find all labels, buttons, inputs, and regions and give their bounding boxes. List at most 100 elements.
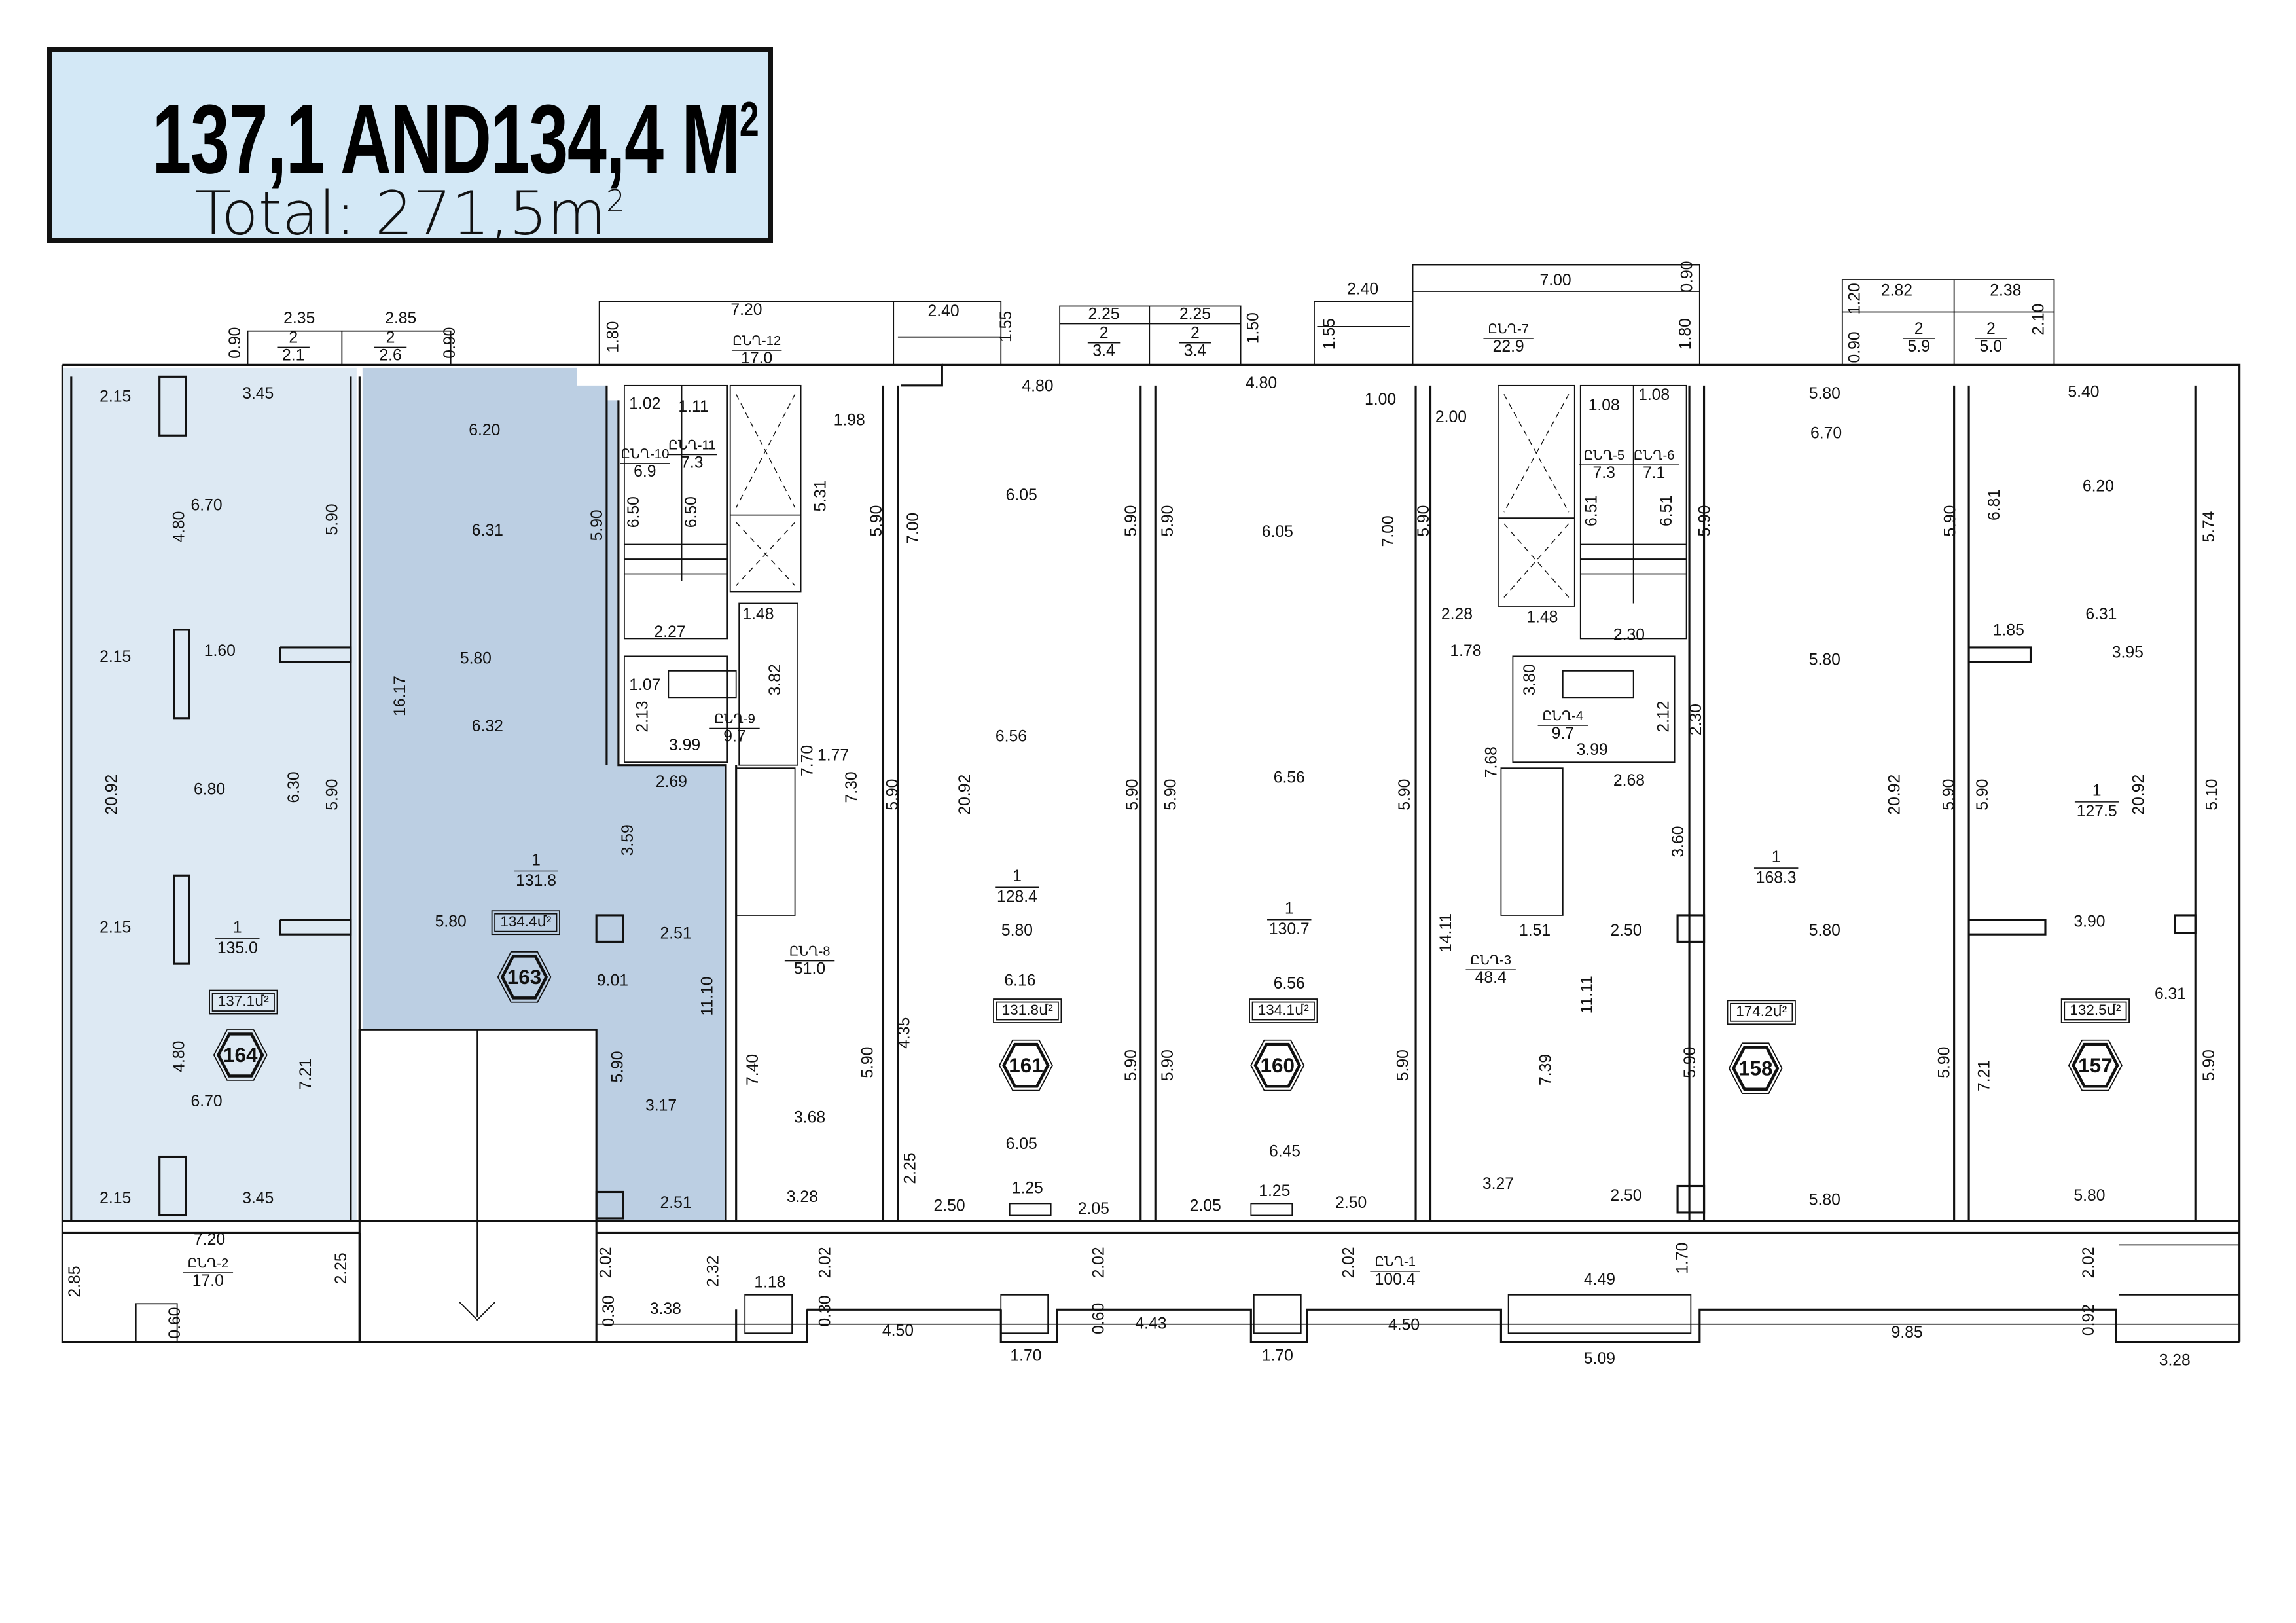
dimension-label: 5.90 — [323, 503, 341, 535]
dimension-label: 20.92 — [1886, 775, 1903, 815]
dimension-label: 1.00 — [1365, 391, 1396, 409]
room-area: 135.0 — [217, 939, 258, 957]
room-area: 130.7 — [1269, 921, 1310, 938]
aux-room-area: 17.0 — [192, 1272, 224, 1290]
area-badge: 134.4մ² — [500, 913, 551, 930]
dimension-label: 6.05 — [1006, 1135, 1037, 1153]
unit-hexagon-icon — [1728, 1042, 1783, 1095]
unit-hexagon-icon — [2072, 1042, 2119, 1088]
dimension-label: 1.18 — [754, 1273, 785, 1291]
dimension-label: 1.51 — [1519, 922, 1551, 939]
dimension-label: 1.78 — [1450, 642, 1481, 660]
dimension-label: 20.92 — [2130, 775, 2147, 815]
dimension-label: 3.59 — [619, 824, 637, 856]
walls — [61, 264, 2241, 1343]
dimension-label: 2.38 — [1990, 282, 2021, 300]
dimension-label: 2.50 — [1610, 922, 1641, 939]
area-badge: 134.1մ² — [1258, 1002, 1309, 1018]
dimension-label: 1.48 — [742, 606, 774, 623]
aux-room-area: 51.0 — [794, 960, 825, 978]
unit-hexagon-icon — [2068, 1039, 2123, 1091]
area-badge-frame — [1727, 1000, 1796, 1025]
dimension-label: 3.68 — [794, 1109, 825, 1127]
dimension-label: 0.60 — [166, 1307, 184, 1338]
dimension-label: 0.30 — [816, 1295, 834, 1326]
aux-room-area: 6.9 — [634, 463, 656, 481]
dimension-label: 2.25 — [332, 1252, 350, 1284]
dimension-label: 5.90 — [868, 505, 886, 537]
dimension-label: 5.80 — [1809, 651, 1840, 669]
dimension-label: 6.56 — [1274, 769, 1305, 786]
dimension-label: 5.90 — [1681, 1047, 1699, 1078]
dimension-label: 6.30 — [285, 771, 303, 803]
aux-room-code: ԸՆՂ-8 — [789, 944, 831, 958]
dimension-label: 1.11 — [678, 398, 708, 416]
dimension-label: 6.56 — [1274, 975, 1305, 993]
dimension-label: 5.80 — [1001, 922, 1033, 939]
dimension-label: 6.81 — [1986, 489, 2003, 520]
dimension-label: 5.90 — [1696, 505, 1713, 537]
aux-room-area: 48.4 — [1475, 969, 1507, 987]
aux-room-code: ԸՆՂ-11 — [668, 438, 716, 452]
area-badge-frame — [209, 989, 278, 1015]
aux-room-code: ԸՆՂ-7 — [1488, 322, 1529, 337]
unit-number: 157 — [2078, 1054, 2112, 1077]
dimension-label: 2.02 — [816, 1247, 834, 1278]
dimension-label: 1.50 — [1244, 312, 1262, 344]
dimension-label: 4.50 — [882, 1322, 914, 1340]
aux-room-code: ԸՆՂ-9 — [714, 712, 755, 726]
dimension-label: 5.90 — [1396, 779, 1414, 811]
dimension-label: 2.35 — [283, 310, 315, 327]
dimension-label: 2.30 — [1687, 704, 1705, 735]
dimension-label: 5.90 — [1122, 505, 1140, 537]
area-badge-frame — [1730, 1002, 1793, 1022]
dimension-label: 2.25 — [902, 1152, 920, 1184]
dimension-label: 3.80 — [1521, 664, 1539, 695]
dimension-label: 2.50 — [934, 1197, 965, 1214]
dimension-label: 7.20 — [194, 1231, 225, 1249]
dimension-label: 2.40 — [1347, 280, 1378, 298]
unit-hexagon-icon — [1250, 1039, 1305, 1091]
dimension-label: 2.30 — [1613, 626, 1645, 644]
dimension-label: 7.30 — [843, 771, 861, 803]
dimension-label: 1.07 — [629, 676, 660, 694]
aux-room-code: ԸՆՂ-4 — [1542, 709, 1583, 723]
dimension-label: 5.10 — [2204, 779, 2221, 811]
dimension-label: 4.49 — [1584, 1271, 1615, 1288]
aux-room-area: 7.3 — [1593, 464, 1615, 482]
dimension-label: 7.00 — [905, 513, 922, 544]
room-number: 1 — [531, 851, 541, 869]
dimension-label: 3.45 — [242, 385, 274, 403]
dimension-label: 5.80 — [435, 913, 467, 931]
dimension-label: 5.80 — [1809, 1191, 1840, 1209]
dimension-label: 7.21 — [1975, 1060, 1993, 1091]
dimension-label: 3.90 — [2073, 913, 2105, 931]
dimension-label: 1.55 — [1321, 318, 1338, 350]
dimension-label: 7.39 — [1537, 1054, 1555, 1085]
aux-room-code: ԸՆՂ-1 — [1374, 1255, 1416, 1269]
unit-hexagon-icon — [500, 955, 548, 1000]
room-area: 168.3 — [1756, 869, 1797, 886]
dimension-label: 3.27 — [1482, 1175, 1514, 1193]
dimension-label: 2.69 — [656, 773, 687, 791]
dimension-label: 4.43 — [1135, 1315, 1166, 1332]
dimension-label: 2.28 — [1441, 606, 1473, 623]
dimension-label: 4.35 — [896, 1017, 914, 1049]
dimension-label: 2.68 — [1613, 772, 1645, 790]
dimension-label: 5.90 — [1122, 1049, 1140, 1081]
dimension-label: 7.40 — [744, 1054, 762, 1085]
balcony-area: 2.6 — [379, 346, 401, 364]
dimension-label: 2.00 — [1435, 409, 1467, 426]
dimension-label: 6.31 — [2155, 985, 2186, 1003]
dimension-label: 4.50 — [1388, 1317, 1420, 1334]
dimension-label: 1.77 — [817, 747, 849, 765]
dimension-label: 7.70 — [798, 745, 816, 776]
dimension-label: 5.90 — [1395, 1049, 1412, 1081]
balcony-number: 2 — [386, 329, 395, 346]
aux-room-code: ԸՆՂ-5 — [1583, 448, 1624, 463]
dimension-label: 5.90 — [1159, 1049, 1177, 1081]
unit-number: 164 — [223, 1044, 258, 1067]
dimension-label: 6.31 — [2085, 606, 2117, 623]
dimension-label: 5.09 — [1584, 1350, 1615, 1368]
